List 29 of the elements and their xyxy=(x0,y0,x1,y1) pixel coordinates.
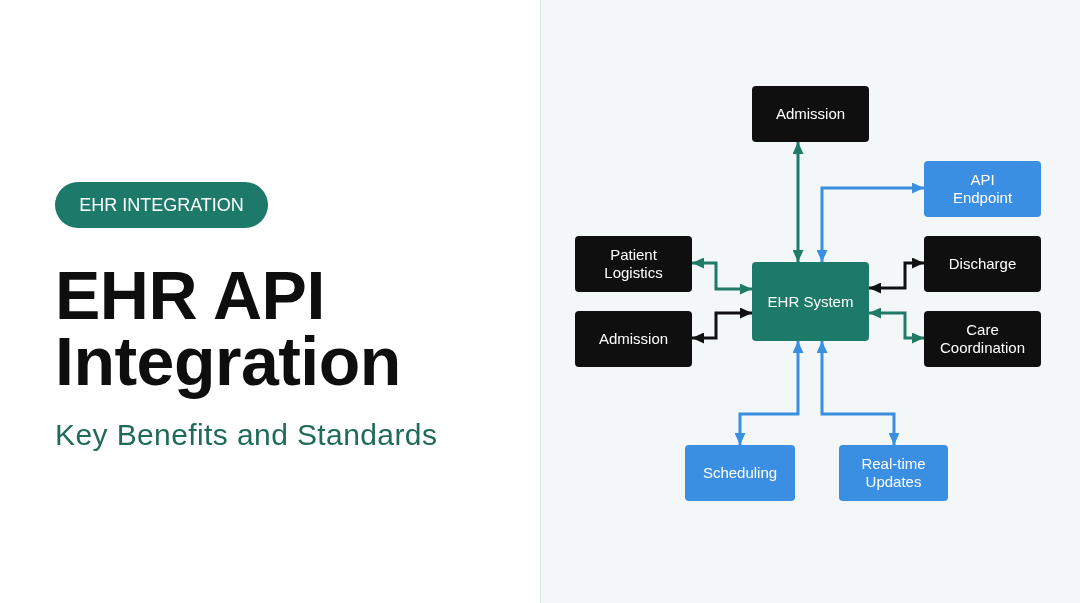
double-headed-arrow xyxy=(869,257,924,294)
box-label: Admission xyxy=(775,105,846,123)
process-box xyxy=(752,86,869,142)
double-headed-arrow xyxy=(816,182,924,262)
process-box xyxy=(924,236,1041,292)
double-headed-arrow xyxy=(792,142,804,262)
process-box xyxy=(924,311,1041,367)
process-box xyxy=(575,236,692,292)
double-headed-arrow xyxy=(869,307,924,344)
process-box xyxy=(924,161,1041,217)
box-label: API Endpoint xyxy=(951,171,1014,207)
box-label: Scheduling xyxy=(702,464,778,482)
box-label: Real-time Updates xyxy=(860,455,927,491)
process-box xyxy=(685,445,795,501)
double-headed-arrow xyxy=(692,257,752,295)
process-box xyxy=(839,445,948,501)
category-badge: EHR INTEGRATION xyxy=(55,182,268,228)
hub-box xyxy=(752,262,869,341)
box-label: Discharge xyxy=(948,255,1017,273)
process-box xyxy=(575,311,692,367)
box-label: EHR System xyxy=(767,292,854,311)
title: EHR API Integration xyxy=(55,262,402,401)
box-label: Admission xyxy=(598,330,669,348)
subtitle: Key Benefits and Standards xyxy=(55,417,438,453)
double-headed-arrow xyxy=(816,341,900,445)
double-headed-arrow xyxy=(734,341,804,445)
double-headed-arrow xyxy=(692,307,752,344)
box-label: Patient Logistics xyxy=(603,246,664,282)
box-label: Care Coordination xyxy=(938,321,1027,357)
